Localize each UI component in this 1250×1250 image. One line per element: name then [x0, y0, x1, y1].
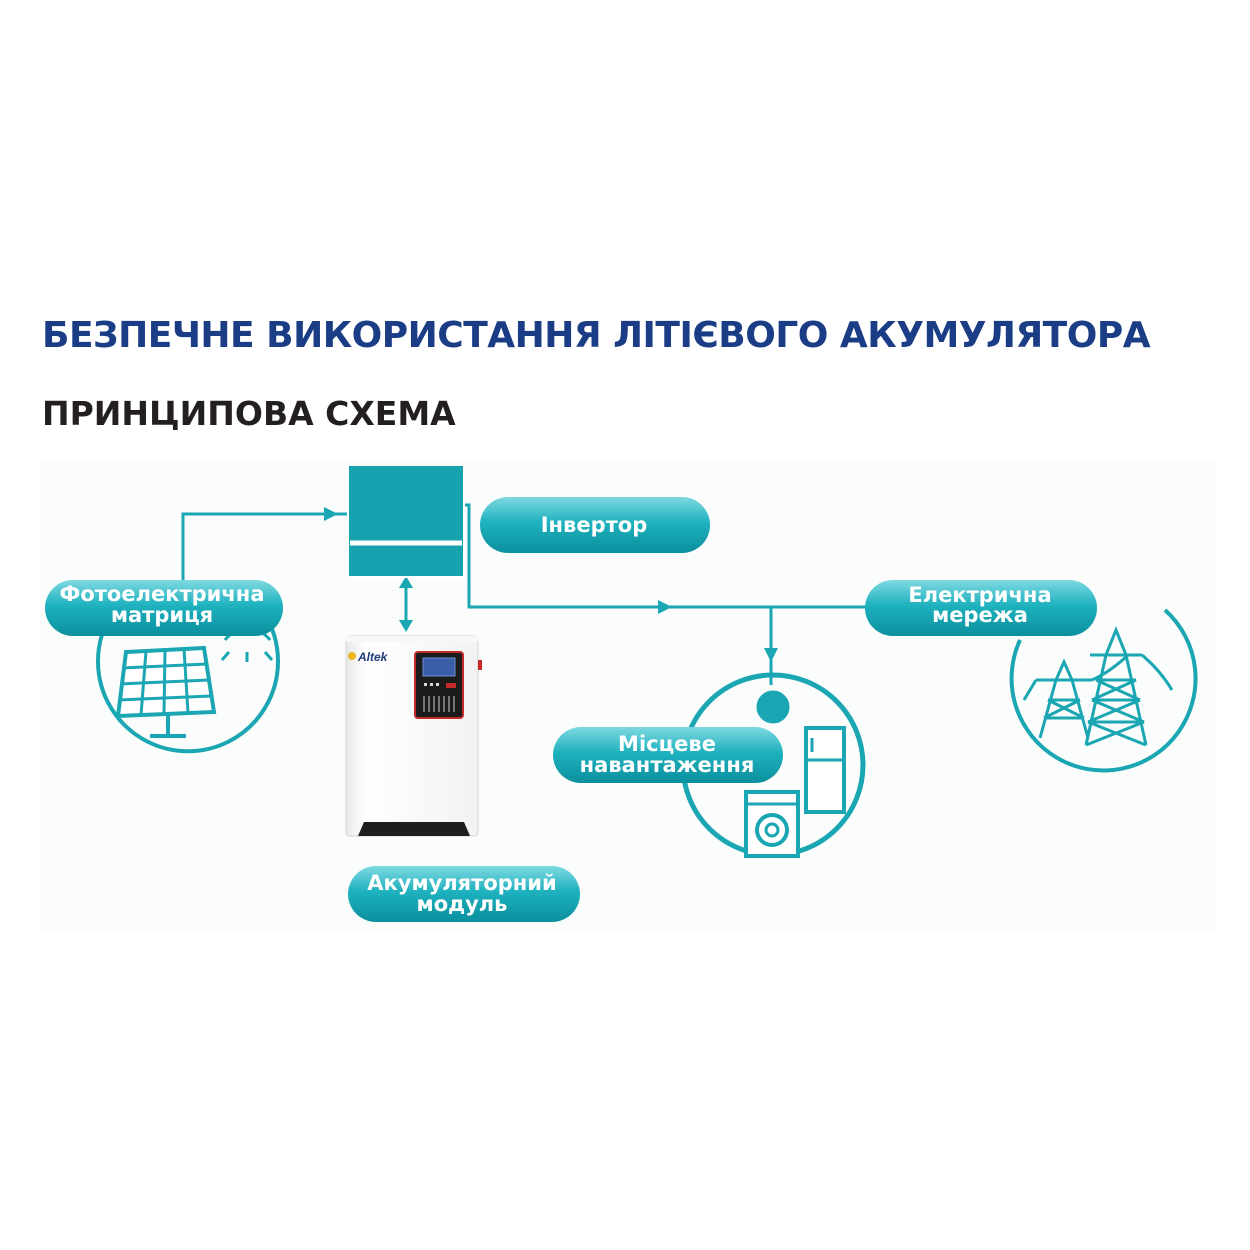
- grid-label-line2: мережа: [932, 603, 1028, 627]
- load-label-pill: Місцеве навантаження: [553, 727, 783, 783]
- load-label-line1: Місцеве: [618, 732, 716, 756]
- grid-label-pill: Електрична мережа: [865, 580, 1097, 636]
- inverter-battery-arrow-up: [399, 576, 413, 588]
- inverter-to-grid-arrow: [658, 600, 672, 614]
- pv-label-line1: Фотоелектрична: [60, 582, 265, 606]
- pv-label-line2: матриця: [111, 603, 213, 627]
- connection-lines: [181, 503, 867, 685]
- page-title: БЕЗПЕЧНЕ ВИКОРИСТАННЯ ЛІТІЄВОГО АКУМУЛЯТ…: [42, 315, 1151, 356]
- battery-label-line1: Акумуляторний: [367, 871, 556, 895]
- page-subtitle: ПРИНЦИПОВА СХЕМА: [42, 394, 456, 433]
- pv-to-inverter-arrow: [324, 507, 338, 521]
- pv-array-icon: [96, 619, 280, 754]
- inverter-unit: [347, 464, 465, 578]
- battery-label-pill: Акумуляторний модуль: [348, 866, 580, 922]
- pv-to-inverter-line: [181, 512, 348, 582]
- pv-label-pill: Фотоелектрична матриця: [45, 580, 283, 636]
- grid-to-load-arrow: [764, 648, 778, 662]
- load-label-line2: навантаження: [580, 753, 755, 777]
- inverter-label: Інвертор: [541, 513, 648, 537]
- inverter-battery-arrow-down: [399, 620, 413, 632]
- power-grid-icon: [1009, 608, 1198, 773]
- battery-label-line2: модуль: [417, 892, 508, 916]
- brand-logo: Altek: [357, 650, 389, 664]
- battery-module-image: Altek: [345, 635, 482, 837]
- inverter-label-pill: Інвертор: [480, 497, 710, 553]
- grid-label-line1: Електрична: [908, 583, 1051, 607]
